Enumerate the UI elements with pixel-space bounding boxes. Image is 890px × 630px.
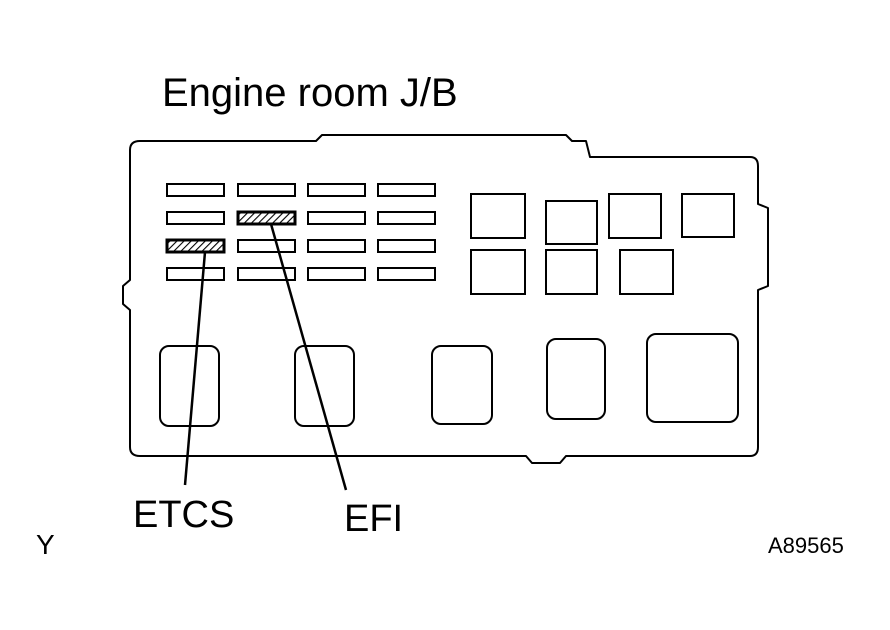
relay-block [608, 193, 662, 239]
fuse-slot [237, 183, 296, 197]
relay-block [681, 193, 735, 238]
efi-fuse [236, 210, 297, 226]
relay-block [619, 249, 674, 295]
relay-block [470, 193, 526, 239]
fuse-slot [166, 211, 225, 225]
efi-leader-line [269, 223, 348, 491]
relay-block [545, 249, 598, 295]
corner-label: Y [36, 529, 55, 560]
fuse-slot [307, 183, 366, 197]
fuse-slot [377, 183, 436, 197]
fuse-slot [237, 267, 296, 281]
figure-code: A89565 [768, 533, 844, 558]
fuse-slot [166, 183, 225, 197]
etcs-fuse [165, 238, 226, 254]
large-slot [431, 345, 493, 425]
large-slot [546, 338, 606, 420]
large-slot-group [159, 333, 739, 427]
fuse-slot [307, 211, 366, 225]
etcs-label: ETCS [133, 494, 234, 536]
fuse-slot [237, 239, 296, 253]
etcs-leader-line [183, 251, 207, 486]
fuse-slot [377, 211, 436, 225]
relay-block [470, 249, 526, 295]
fuse-slot [377, 267, 436, 281]
relay-group [470, 193, 735, 295]
fuse-slot [307, 239, 366, 253]
fuse-slot [307, 267, 366, 281]
fuse-slot [166, 267, 225, 281]
large-slot [159, 345, 220, 427]
fuse-slot [377, 239, 436, 253]
diagram-title: Engine room J/B [162, 71, 458, 115]
relay-block [545, 200, 598, 245]
efi-label: EFI [344, 498, 403, 540]
fuse-grid [165, 183, 436, 281]
large-slot [646, 333, 739, 423]
